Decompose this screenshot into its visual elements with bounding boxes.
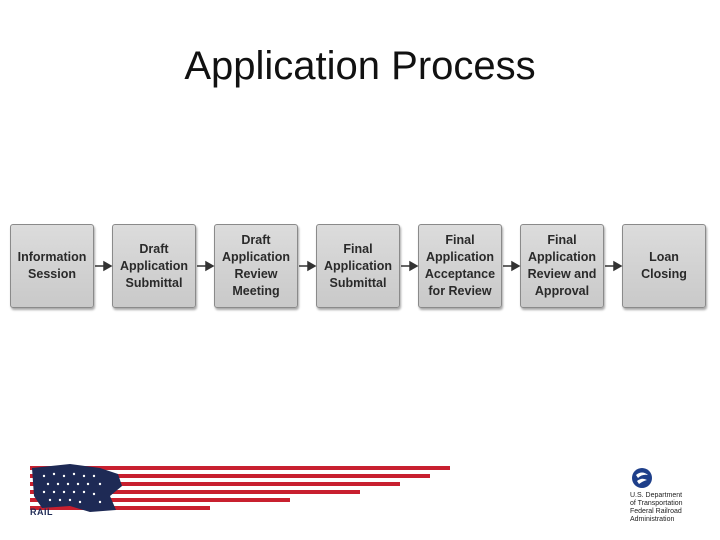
step-label: Information Session [17, 250, 87, 281]
page-title: Application Process [184, 44, 536, 88]
step-information-session: Information Session [10, 224, 94, 308]
arrow-3 [299, 260, 317, 272]
arrow-2 [197, 260, 215, 272]
step-draft-application-review-meeting: Draft Application Review Meeting [214, 224, 298, 308]
step-final-application-acceptance: Final Application Acceptance for Review [418, 224, 502, 308]
step-final-application-submittal: Final Application Submittal [316, 224, 400, 308]
step-label: Final Application Review and Approval [527, 233, 597, 298]
dot-agency-text: U.S. Department of Transportation Federa… [630, 492, 683, 523]
step-label: Final Application Acceptance for Review [424, 233, 496, 298]
arrow-4 [401, 260, 419, 272]
dot-logo-icon [632, 468, 652, 488]
arrow-5 [503, 260, 521, 272]
arrow-6 [605, 260, 623, 272]
rail-logo-text: RAIL [30, 507, 53, 517]
rail-flag-logo [30, 464, 450, 512]
step-label: Loan Closing [641, 250, 687, 281]
arrow-1 [95, 260, 113, 272]
step-label: Draft Application Submittal [119, 241, 189, 290]
step-label: Draft Application Review Meeting [221, 233, 291, 298]
step-loan-closing: Loan Closing [622, 224, 706, 308]
step-draft-application-submittal: Draft Application Submittal [112, 224, 196, 308]
step-final-application-review-approval: Final Application Review and Approval [520, 224, 604, 308]
step-label: Final Application Submittal [323, 241, 393, 290]
